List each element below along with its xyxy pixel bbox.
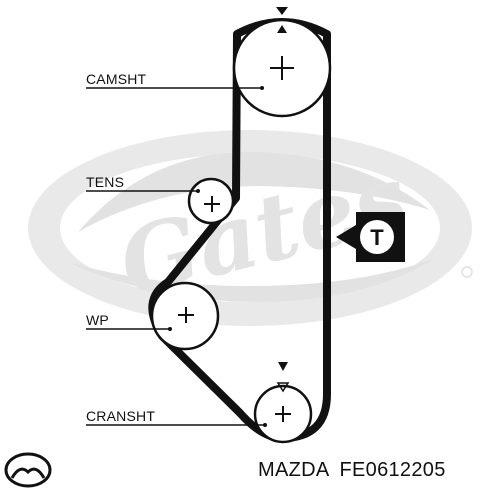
tensioner-pulley bbox=[187, 177, 235, 225]
brand-name: MAZDA bbox=[258, 459, 330, 481]
crankshaft-label: CRANSHT bbox=[86, 408, 156, 424]
camshaft-pulley bbox=[232, 18, 332, 118]
water-pump-pulley bbox=[150, 281, 220, 351]
crankshaft-pulley bbox=[253, 384, 313, 444]
camshaft-label: CAMSHT bbox=[86, 71, 147, 87]
tensioner-label: TENS bbox=[86, 174, 125, 190]
crank-timing-marker-pulley bbox=[276, 382, 290, 393]
part-number: FE0612205 bbox=[339, 459, 446, 481]
crank-timing-marker-top bbox=[278, 362, 288, 371]
gates-watermark-icon: Gates bbox=[28, 130, 473, 326]
tensioner-badge-letter: T bbox=[370, 225, 384, 250]
mazda-logo-icon bbox=[4, 452, 52, 488]
cam-timing-marker-top bbox=[276, 7, 288, 15]
tensioner-badge: T bbox=[336, 212, 405, 262]
water-pump-label: WP bbox=[86, 312, 109, 328]
cam-timing-marker-pulley bbox=[277, 25, 287, 33]
part-caption: MAZDA FE0612205 bbox=[258, 459, 446, 482]
